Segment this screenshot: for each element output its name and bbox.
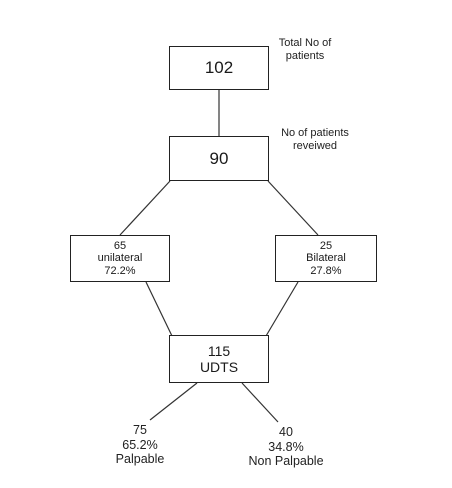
total-patients-value: 102 — [204, 58, 234, 77]
total-note-line2: patients — [285, 50, 325, 62]
edge-reviewed-to-bilateral — [267, 180, 319, 236]
palpable-count: 75 — [133, 423, 147, 437]
bilateral-label: Bilateral — [306, 252, 346, 265]
bilateral-percent: 27.8% — [310, 264, 342, 277]
reviewed-value: 90 — [209, 148, 229, 168]
palpable-label: Palpable — [115, 452, 165, 466]
total-patients-box: 102 — [169, 46, 269, 90]
udts-label: UDTS — [199, 359, 239, 375]
non-palpable-count: 40 — [279, 425, 293, 439]
unilateral-box: 65 unilateral 72.2% — [70, 235, 170, 282]
bilateral-box: 25 Bilateral 27.8% — [275, 235, 377, 282]
non-palpable-label: Non Palpable — [248, 454, 324, 468]
reviewed-note-line1: No of patients — [281, 127, 349, 139]
unilateral-percent: 72.2% — [104, 264, 136, 277]
palpable-percent: 65.2% — [122, 437, 158, 452]
edge-udts-to-nonpalpable — [241, 382, 279, 423]
reviewed-note: No of patients reveiwed — [268, 127, 362, 153]
unilateral-count: 65 — [113, 239, 127, 252]
non-palpable-leaf: 40 34.8% Non Palpable — [233, 425, 339, 469]
reviewed-note-line2: reveiwed — [292, 140, 338, 152]
udts-count: 115 — [207, 343, 231, 359]
total-note-line1: Total No of — [278, 37, 332, 49]
palpable-leaf: 75 65.2% Palpable — [105, 423, 175, 467]
udts-box: 115 UDTS — [169, 335, 269, 383]
edge-bilateral-to-udts — [265, 281, 299, 337]
bilateral-count: 25 — [319, 239, 333, 252]
non-palpable-percent: 34.8% — [268, 439, 304, 454]
edge-reviewed-to-unilateral — [119, 180, 171, 236]
total-patients-note: Total No of patients — [270, 37, 340, 63]
unilateral-label: unilateral — [97, 252, 143, 265]
edge-unilateral-to-udts — [145, 281, 173, 337]
edge-udts-to-palpable — [149, 382, 198, 421]
reviewed-box: 90 — [169, 136, 269, 181]
